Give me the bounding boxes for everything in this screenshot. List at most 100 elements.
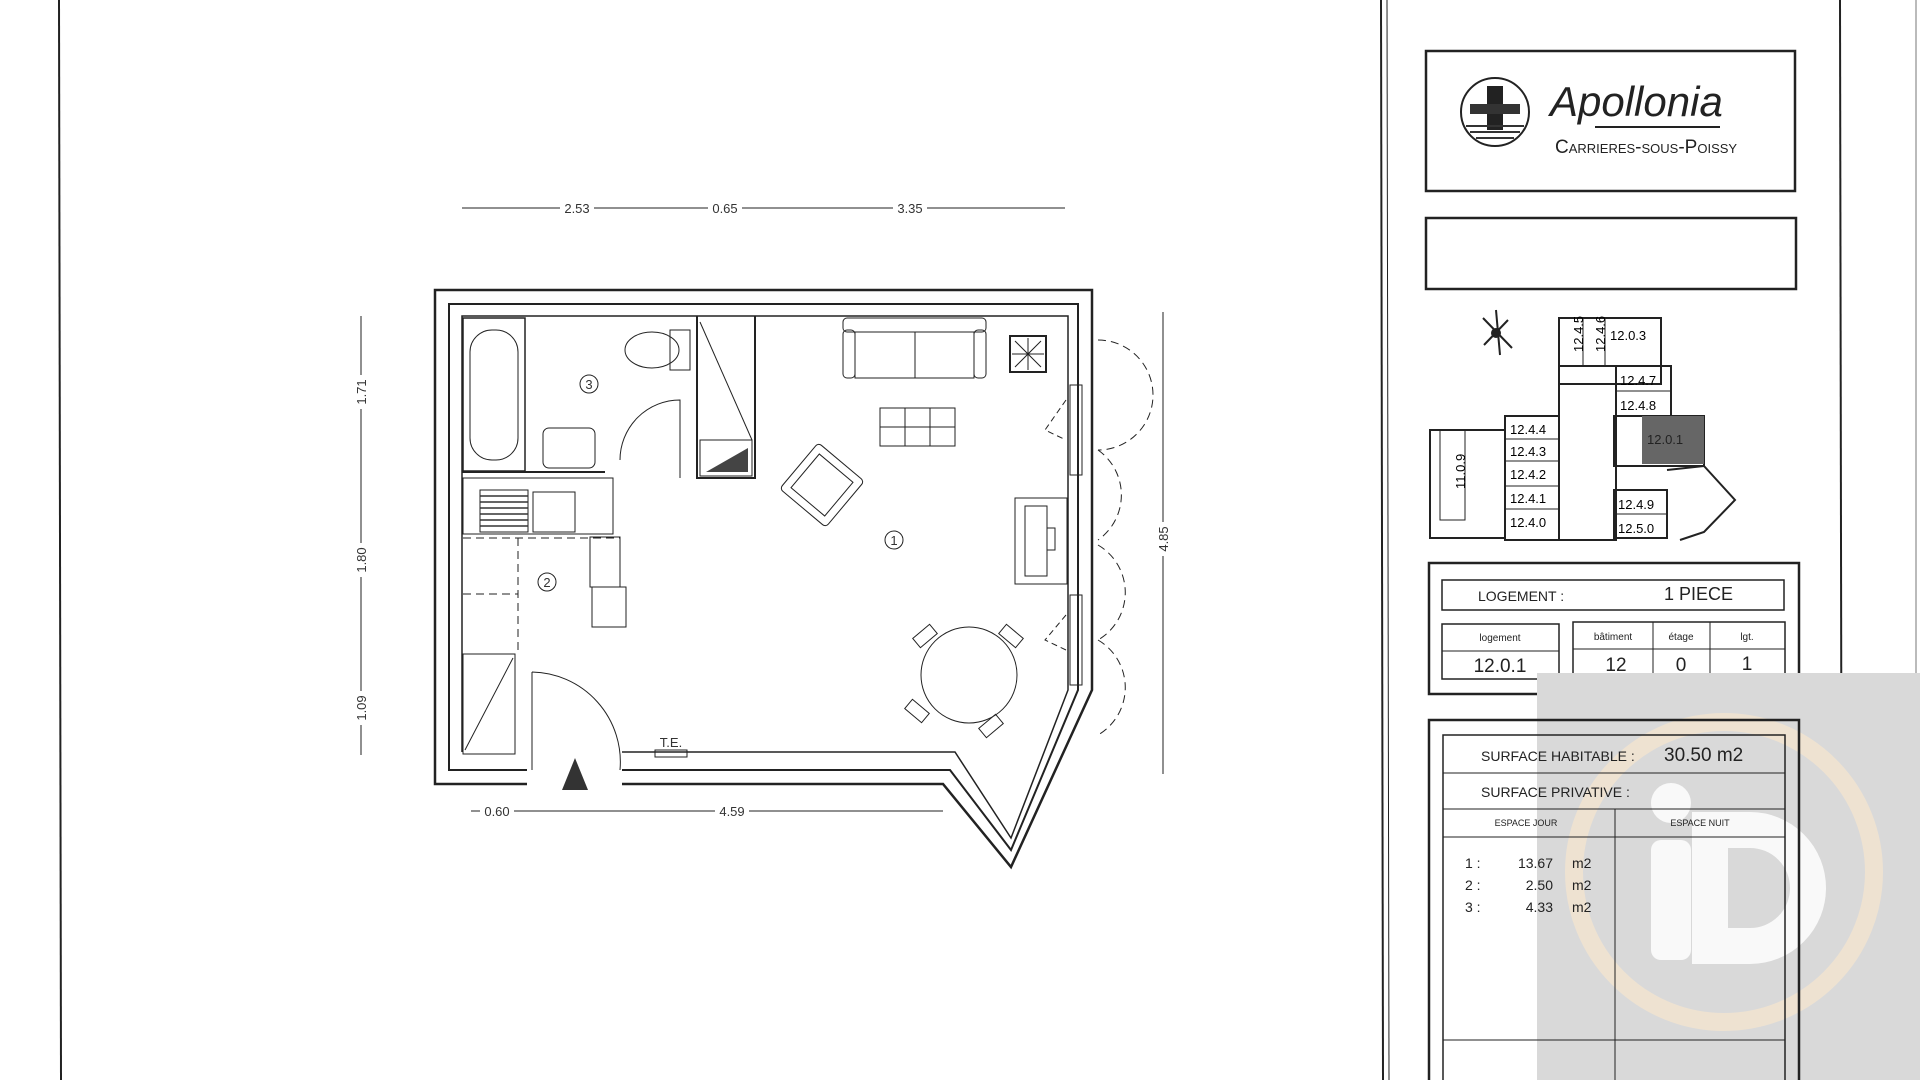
key-unit-12.4.2: 12.4.2 — [1510, 467, 1546, 482]
logement-label: LOGEMENT : — [1478, 588, 1564, 604]
row-3-value: 4.33 — [1526, 899, 1553, 915]
meter-label: T.E. — [660, 735, 682, 750]
row-1-number: 1 : — [1465, 855, 1481, 871]
value-logement: 12.0.1 — [1474, 656, 1527, 677]
entry-closet-diagonal — [464, 657, 514, 751]
key-unit-12.4.8: 12.4.8 — [1620, 398, 1656, 413]
key-unit-12.4.5: 12.4.5 — [1571, 316, 1586, 352]
closet-diagonal — [699, 321, 753, 441]
row-2-value: 2.50 — [1526, 877, 1553, 893]
surface-habitable-label: SURFACE HABITABLE : — [1481, 748, 1635, 764]
inner-wall — [448, 303, 1079, 852]
coffee-table — [879, 407, 956, 447]
title-block-border-left — [1380, 0, 1384, 1080]
entrance-arrow-icon — [562, 758, 588, 790]
key-unit-12.0.1: 12.0.1 — [1647, 432, 1683, 447]
french-windows — [1044, 339, 1154, 736]
north-arrow-icon — [1482, 309, 1513, 356]
watermark-logo-icon — [1565, 713, 1883, 1031]
surface-habitable-value: 30.50 m2 — [1664, 745, 1743, 766]
dim-left-1: 1.71 — [354, 379, 369, 404]
entry-door — [531, 671, 621, 771]
hob-icon — [479, 489, 529, 533]
dim-bottom-2: 4.59 — [719, 804, 744, 819]
key-unit-12.4.3: 12.4.3 — [1510, 444, 1546, 459]
dim-top-2: 0.65 — [712, 201, 737, 216]
surface-rows: 1 : 13.67 m2 2 : 2.50 m2 3 : 4.33 m2 — [1465, 855, 1592, 915]
key-unit-12.4.7: 12.4.7 — [1620, 373, 1656, 388]
logement-type: 1 PIECE — [1664, 584, 1733, 604]
logo-name: Apollonia — [1547, 78, 1723, 125]
value-batiment: 12 — [1605, 655, 1626, 676]
key-unit-11.0.9: 11.0.9 — [1453, 454, 1468, 489]
dimension-lines — [360, 207, 1164, 812]
meter-panel — [654, 749, 688, 758]
key-plan-highlighted-unit — [1642, 416, 1704, 464]
empty-title-box — [1424, 216, 1798, 291]
dim-left-2: 1.80 — [354, 547, 369, 572]
dim-bottom-1: 0.60 — [484, 804, 509, 819]
dim-left-3: 1.09 — [354, 695, 369, 720]
logo-city: Carrieres-sous-Poissy — [1555, 137, 1737, 158]
key-unit-12.4.0: 12.4.0 — [1510, 515, 1546, 530]
key-unit-12.4.9: 12.4.9 — [1618, 497, 1654, 512]
bathtub-basin — [469, 329, 519, 461]
surface-privative-label: SURFACE PRIVATIVE : — [1481, 784, 1630, 800]
bathroom-door — [619, 399, 681, 478]
logo-box: Apollonia Carrieres-sous-Poissy — [1424, 49, 1797, 193]
header-logement: logement — [1479, 633, 1520, 644]
key-unit-12.5.0: 12.5.0 — [1618, 521, 1654, 536]
entry-closet — [462, 653, 516, 755]
floor-plan: T.E. 1 2 3 2.53 0.65 3.35 1.71 1.80 1.09… — [354, 200, 1171, 870]
watermark-background — [1537, 673, 1920, 1080]
oven — [591, 586, 627, 628]
dimension-labels: 2.53 0.65 3.35 1.71 1.80 1.09 4.85 0.60 … — [354, 200, 1171, 819]
plant-icon — [1009, 335, 1047, 373]
toilet — [624, 331, 680, 369]
row-1-value: 13.67 — [1518, 855, 1553, 871]
washbasin — [542, 427, 596, 469]
row-3-unit: m2 — [1572, 899, 1592, 915]
key-unit-12.4.4: 12.4.4 — [1510, 422, 1546, 437]
dining-table — [904, 623, 1024, 739]
kitchen-counter — [462, 477, 614, 535]
sheet-border-left — [58, 0, 62, 1080]
logo-emblem-icon — [1460, 77, 1530, 147]
room-number-2: 2 — [543, 575, 550, 590]
title-block-border-left-inner — [1386, 0, 1390, 1080]
value-lgt: 1 — [1742, 654, 1753, 675]
espace-jour-header: ESPACE JOUR — [1495, 818, 1558, 828]
kitchen-sink — [532, 491, 576, 533]
room-number-3: 3 — [585, 377, 592, 392]
dim-top-3: 3.35 — [897, 201, 922, 216]
header-etage: étage — [1668, 632, 1693, 643]
row-2-number: 2 : — [1465, 877, 1481, 893]
key-unit-12.4.1: 12.4.1 — [1510, 491, 1546, 506]
header-batiment: bâtiment — [1594, 632, 1633, 643]
sofa — [842, 317, 987, 379]
closet-wall — [696, 316, 756, 479]
key-unit-12.0.3: 12.0.3 — [1610, 328, 1646, 343]
bathtub — [462, 317, 526, 472]
tv-cabinet — [1014, 497, 1068, 585]
dim-right: 4.85 — [1156, 526, 1171, 551]
outer-wall — [433, 288, 1094, 870]
fridge-column — [589, 536, 621, 588]
water-heater — [699, 439, 753, 477]
espace-nuit-header: ESPACE NUIT — [1670, 818, 1730, 828]
dim-top-1: 2.53 — [564, 201, 589, 216]
key-unit-12.4.6: 12.4.6 — [1593, 316, 1608, 352]
room-number-1: 1 — [890, 533, 897, 548]
inner-finish — [461, 315, 1069, 840]
toilet-tank — [669, 329, 691, 371]
value-etage: 0 — [1676, 655, 1687, 676]
armchair — [780, 443, 864, 527]
header-lgt: lgt. — [1740, 632, 1753, 643]
logement-box: LOGEMENT : 1 PIECE logement bâtiment éta… — [1427, 561, 1801, 696]
water-heater-mark — [706, 448, 748, 472]
surface-box: SURFACE HABITABLE : 30.50 m2 SURFACE PRI… — [1427, 718, 1801, 1080]
key-plan: 12.4.5 12.4.6 12.0.3 12.4.7 12.4.8 12.0.… — [1429, 309, 1737, 541]
row-1-unit: m2 — [1572, 855, 1592, 871]
row-3-number: 3 : — [1465, 899, 1481, 915]
